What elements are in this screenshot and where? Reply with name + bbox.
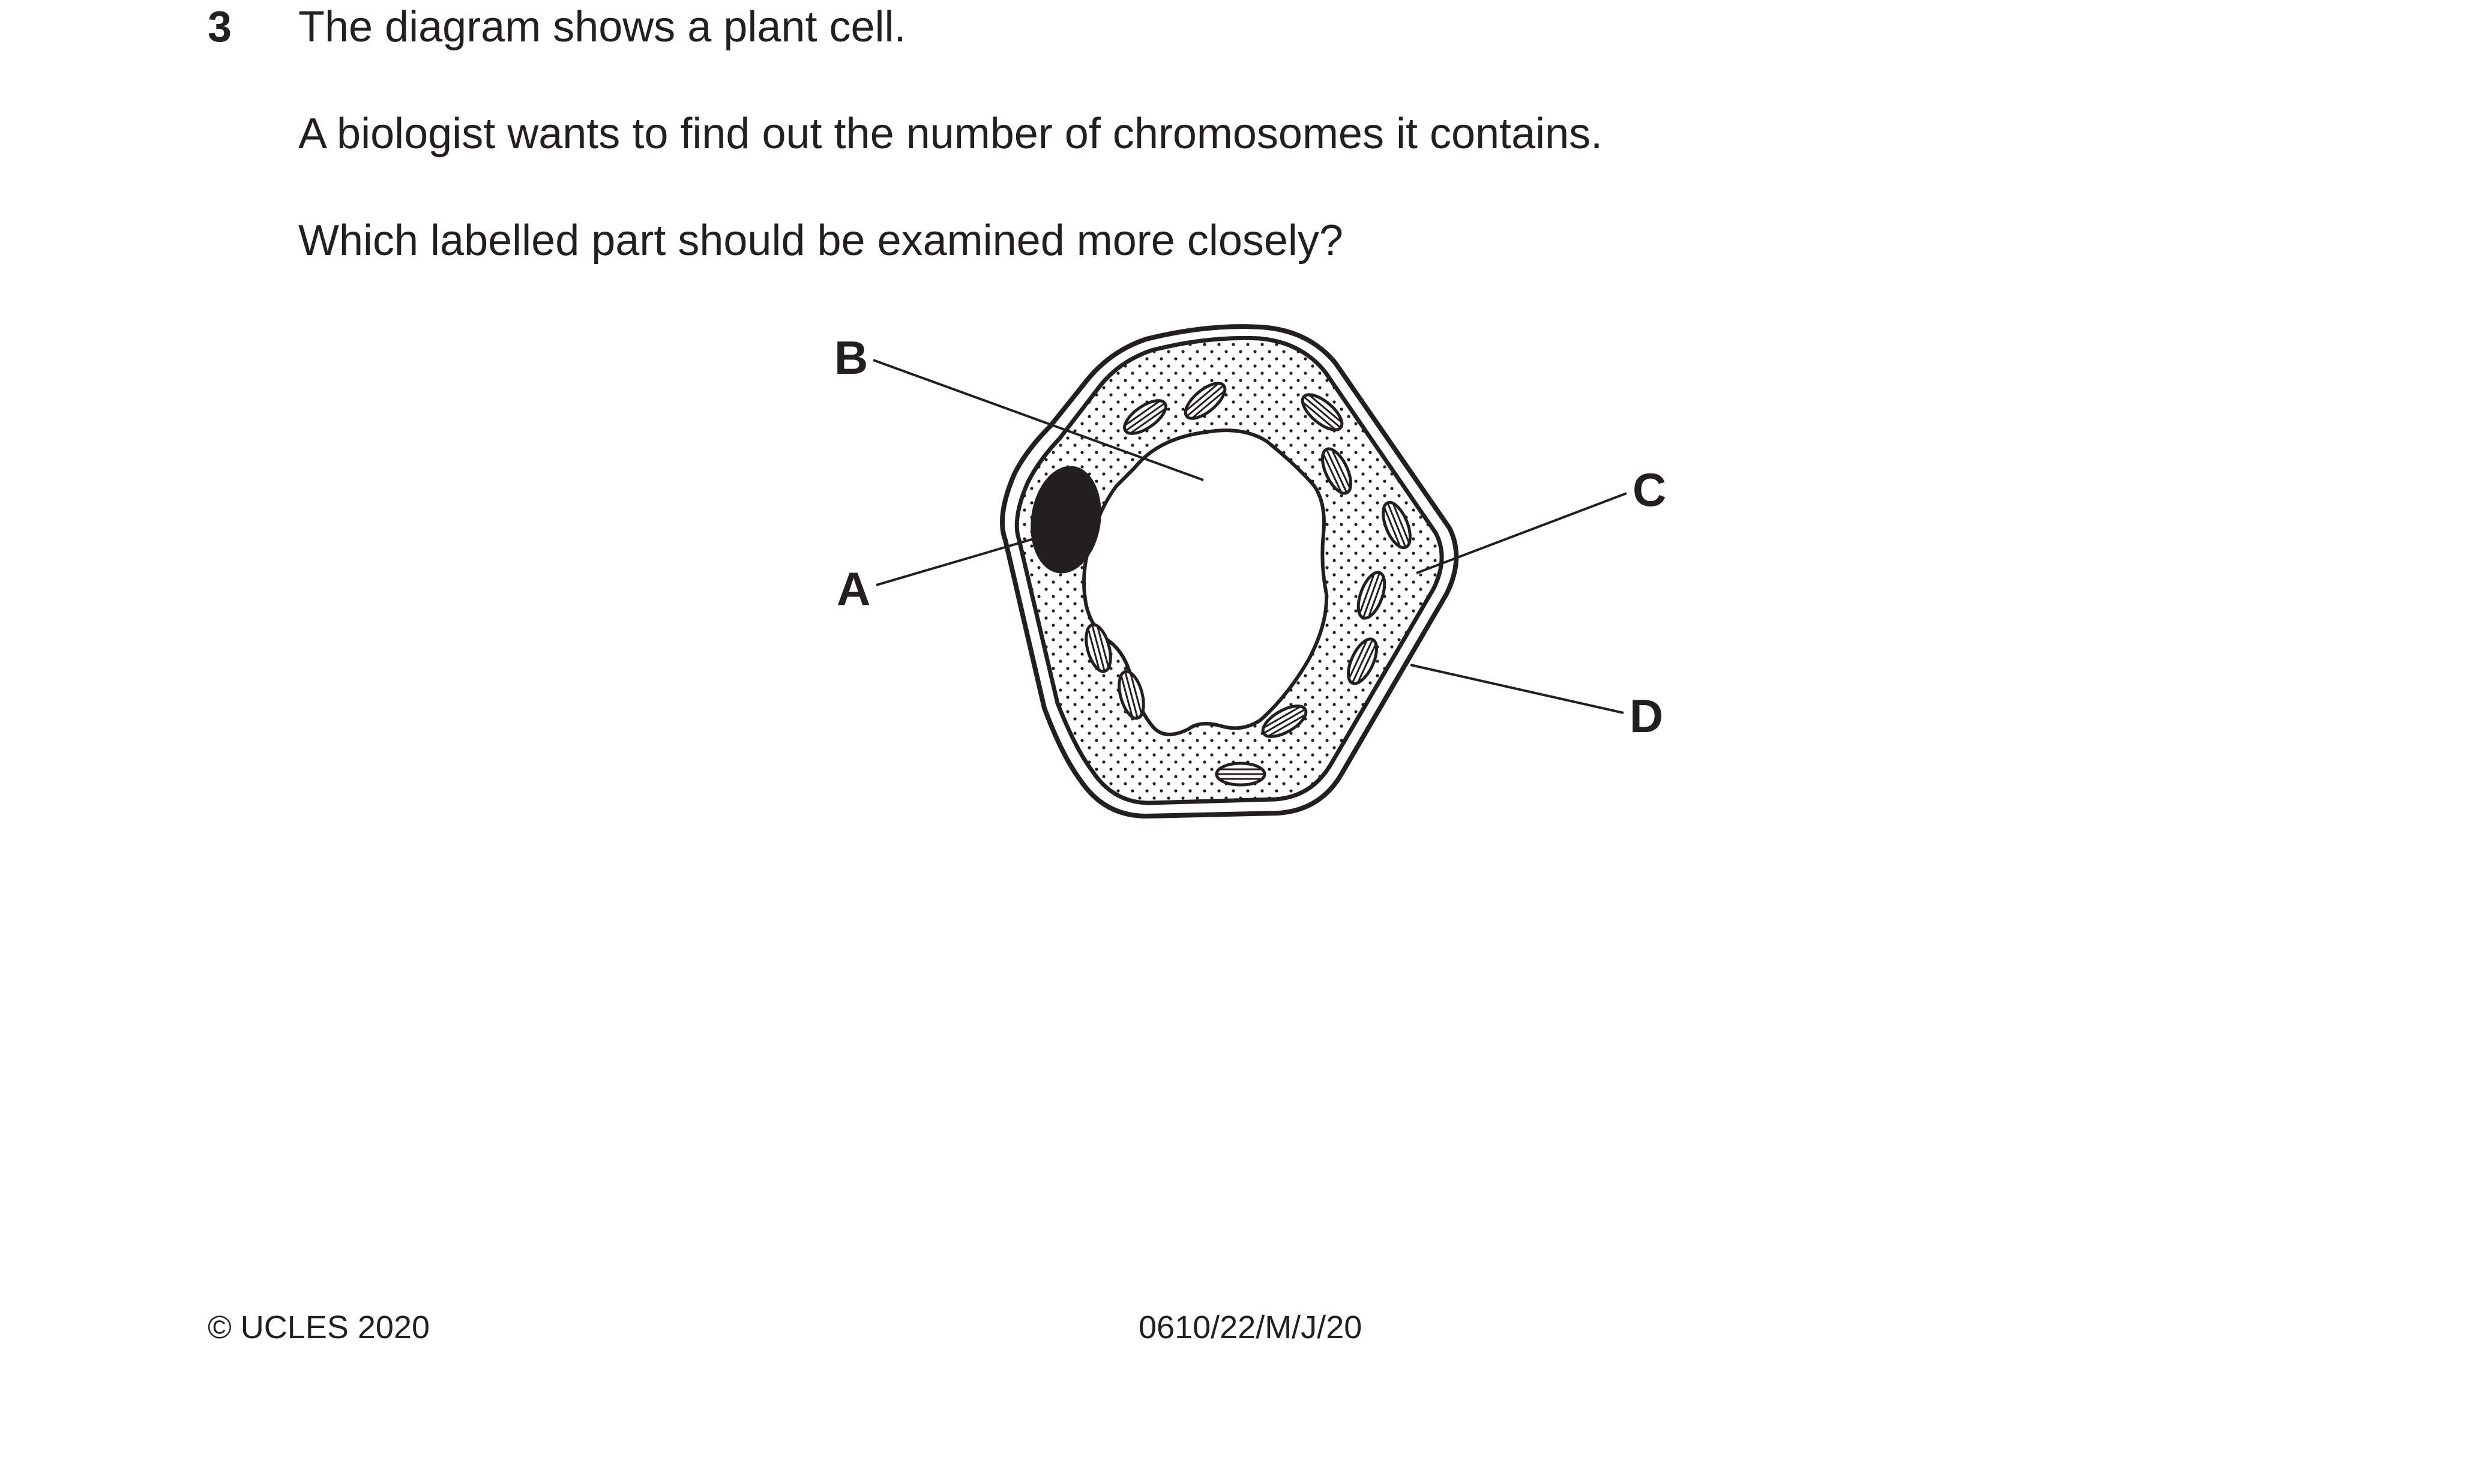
label-a: A — [837, 562, 870, 615]
question-text-line-1: The diagram shows a plant cell. — [298, 3, 906, 51]
footer-paper-code: 0610/22/M/J/20 — [1139, 1309, 1362, 1345]
nucleus — [1031, 466, 1101, 574]
question-text-line-2: A biologist wants to find out the number… — [298, 110, 1603, 158]
leader-line-c — [1416, 492, 1627, 574]
leader-line-d — [1410, 664, 1624, 714]
footer-copyright: © UCLES 2020 — [208, 1309, 430, 1345]
label-c: C — [1633, 463, 1666, 516]
question-number: 3 — [208, 3, 232, 51]
leader-line-a — [876, 524, 1081, 586]
plant-cell-diagram: B A C D — [834, 324, 1666, 819]
label-b: B — [834, 331, 868, 384]
label-d: D — [1630, 689, 1663, 742]
vacuole — [1082, 428, 1329, 736]
leader-line-b — [873, 359, 1204, 481]
chloroplasts — [1085, 379, 1412, 787]
question-text-line-3: Which labelled part should be examined m… — [298, 217, 1343, 265]
